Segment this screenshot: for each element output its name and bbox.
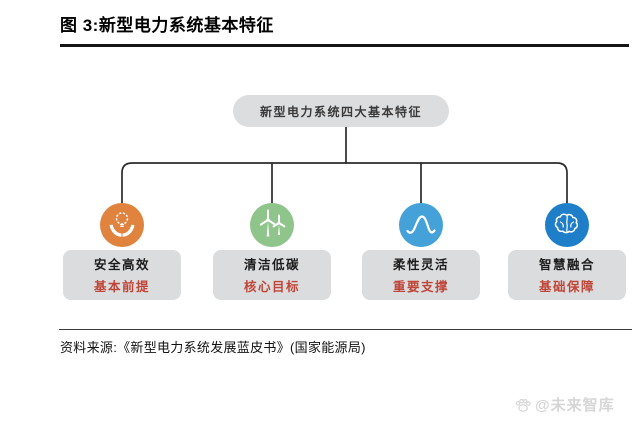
- node-card-clean-lowcarbon: 清洁低碳 核心目标: [213, 250, 331, 300]
- node-card-smart-integration: 智慧融合 基础保障: [508, 250, 626, 300]
- node-title: 柔性灵活: [392, 258, 449, 272]
- paw-icon: [515, 398, 531, 412]
- node-subtitle: 重要支撑: [392, 280, 449, 294]
- wind-turbines-icon: [250, 203, 294, 247]
- hands-holding-bulb-icon: [100, 203, 144, 247]
- node-subtitle: 基础保障: [538, 280, 595, 294]
- figure-title: 图 3:新型电力系统基本特征: [60, 16, 274, 35]
- wave-curve-icon: [399, 203, 443, 247]
- title-underline: [60, 44, 629, 47]
- node-card-safe-efficient: 安全高效 基本前提: [63, 250, 181, 300]
- root-node: 新型电力系统四大基本特征: [233, 95, 449, 127]
- node-title: 清洁低碳: [243, 258, 300, 272]
- node-subtitle: 核心目标: [243, 280, 300, 294]
- node-title: 安全高效: [93, 258, 150, 272]
- node-subtitle: 基本前提: [93, 280, 150, 294]
- node-card-flexible: 柔性灵活 重要支撑: [362, 250, 480, 300]
- source-divider-line: [59, 329, 632, 330]
- brain-icon: [545, 203, 589, 247]
- root-node-label: 新型电力系统四大基本特征: [259, 104, 422, 119]
- watermark-text: @未来智库: [535, 397, 615, 414]
- watermark: @未来智库: [514, 394, 615, 415]
- source-citation: 资料来源:《新型电力系统发展蓝皮书》(国家能源局): [60, 340, 366, 355]
- node-title: 智慧融合: [538, 258, 595, 272]
